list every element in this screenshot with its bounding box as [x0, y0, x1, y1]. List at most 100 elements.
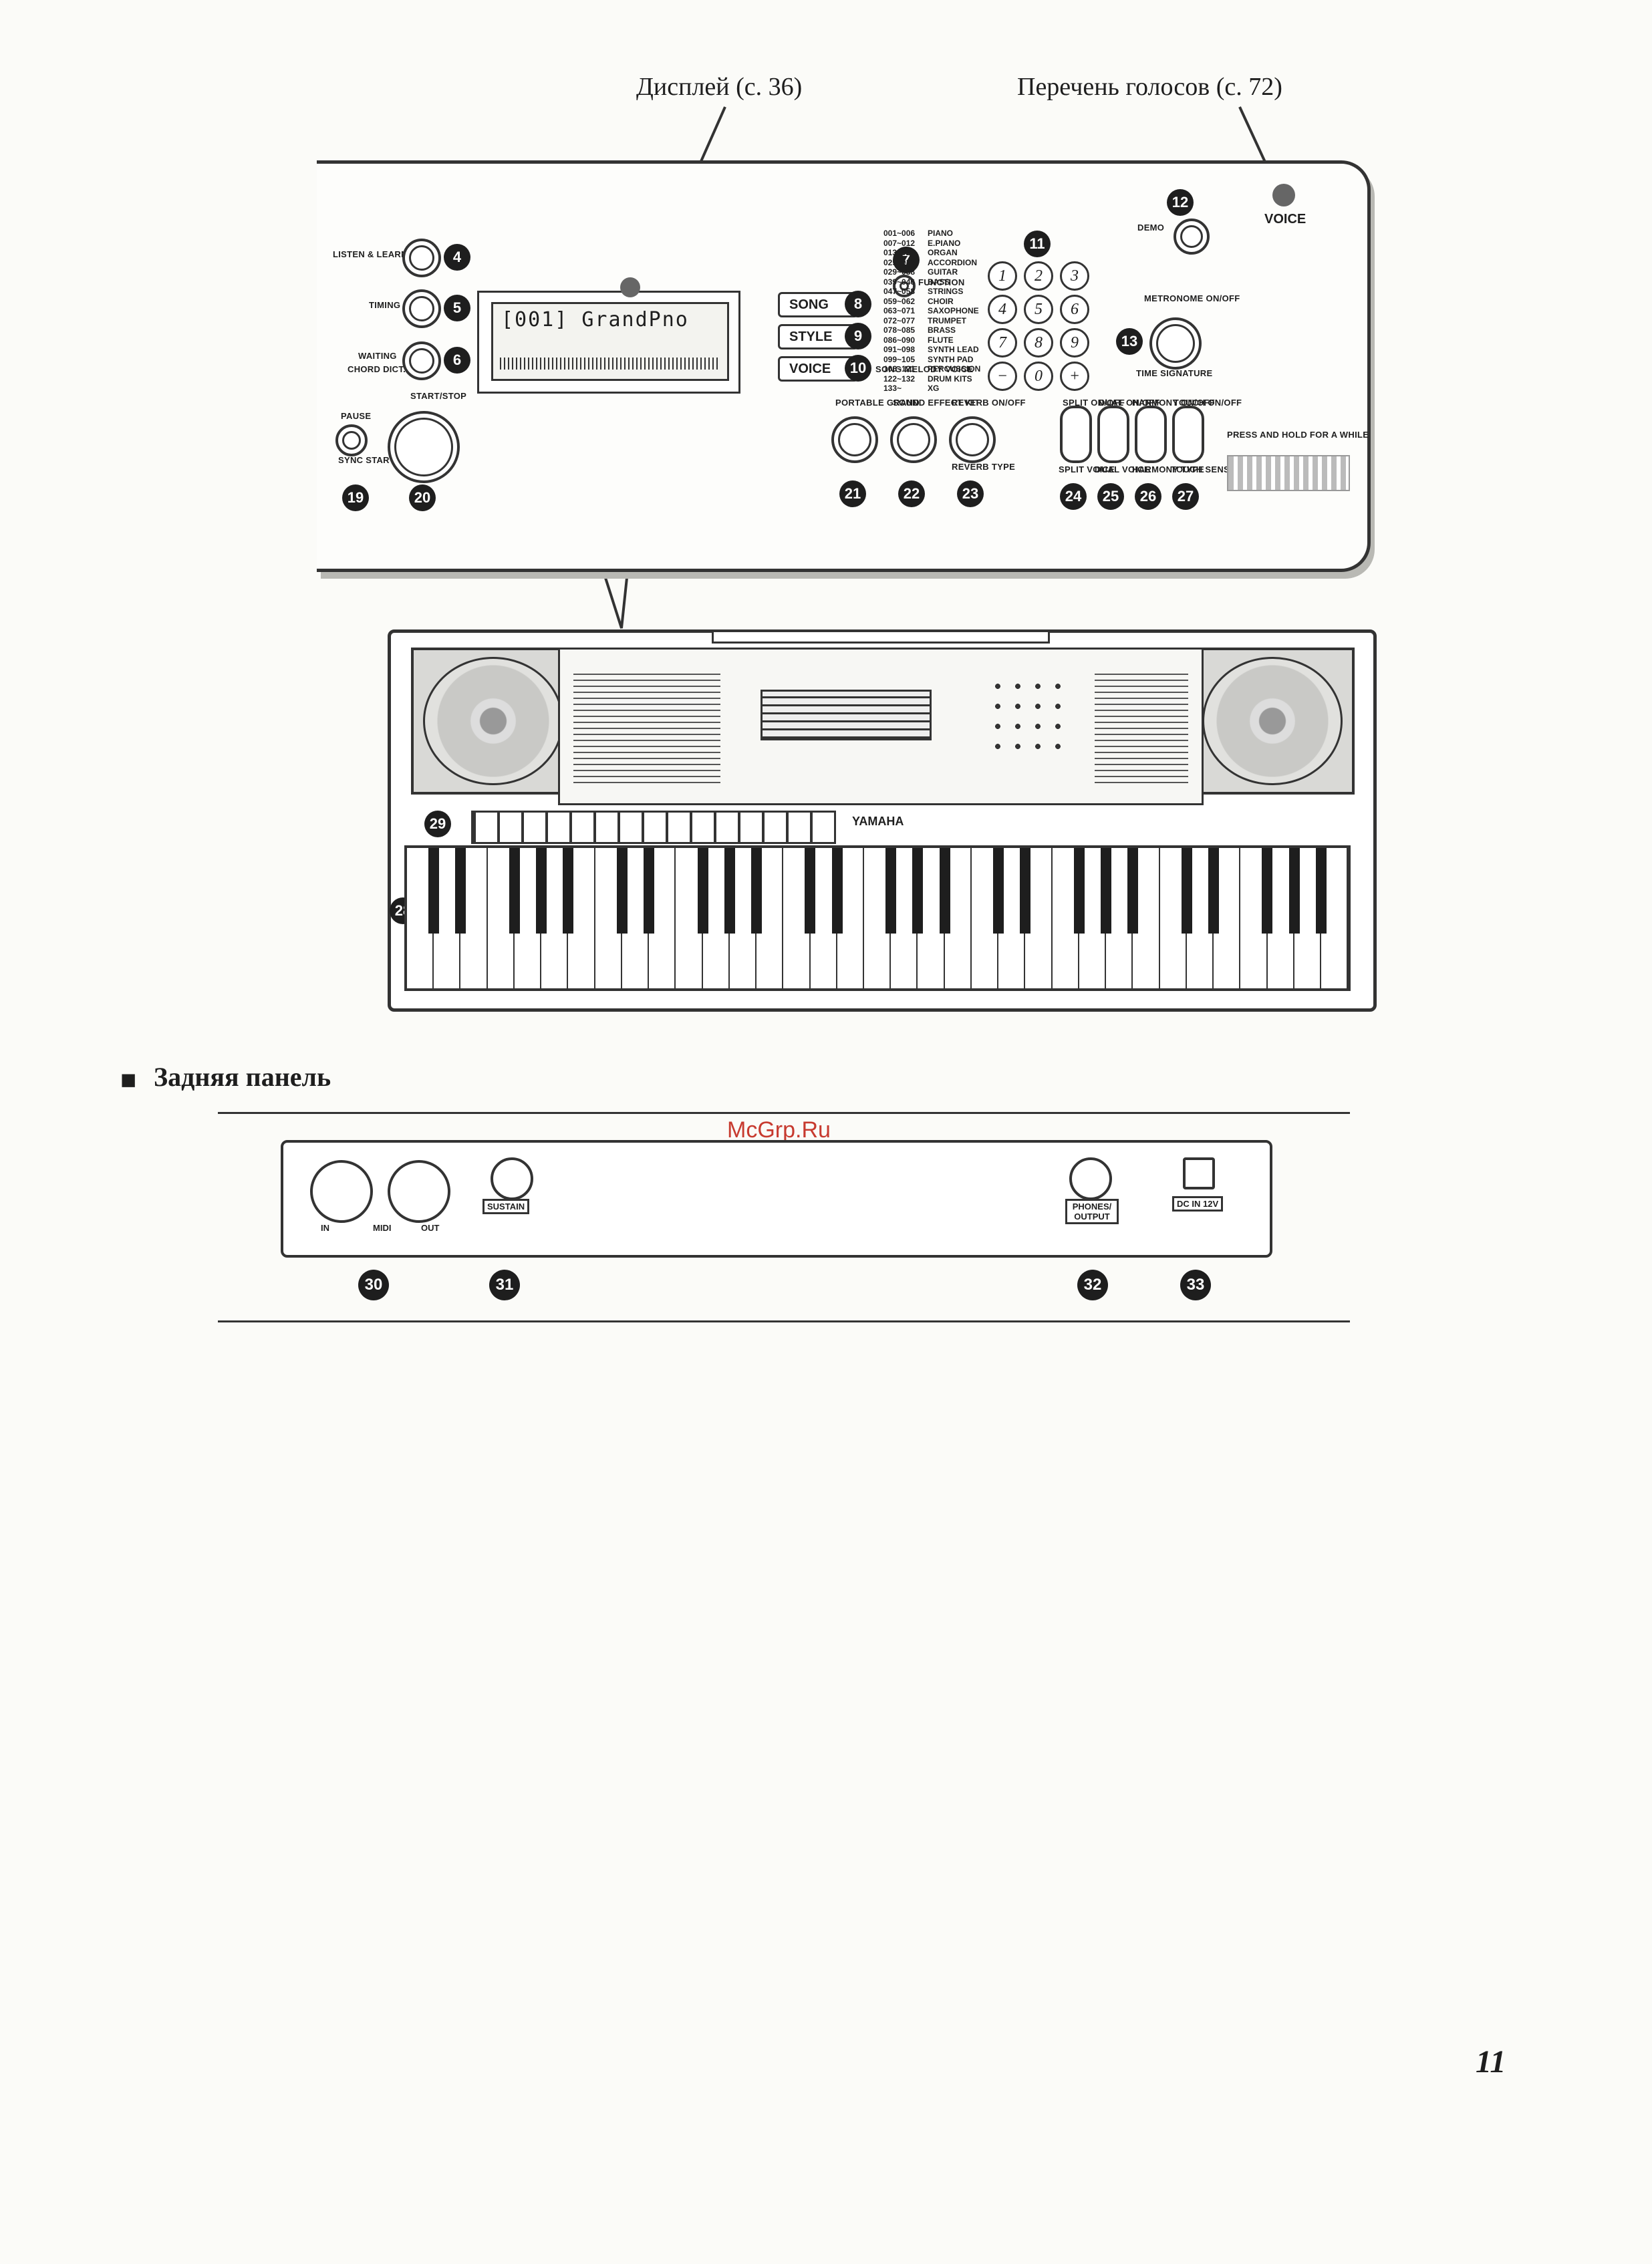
white-key[interactable] — [1025, 848, 1053, 988]
callout-11: 11 — [1024, 231, 1051, 257]
black-key[interactable] — [697, 848, 708, 934]
mini-voice-list-right — [1095, 670, 1188, 783]
right-speaker — [1190, 648, 1355, 795]
demo-button[interactable] — [1174, 219, 1210, 255]
black-key[interactable] — [644, 848, 655, 934]
sustain-jack[interactable] — [491, 1157, 533, 1200]
white-key[interactable] — [945, 848, 972, 988]
black-key[interactable] — [536, 848, 547, 934]
black-key[interactable] — [885, 848, 897, 934]
midi-out-label: OUT — [421, 1223, 440, 1233]
black-key[interactable] — [939, 848, 950, 934]
white-key[interactable] — [837, 848, 864, 988]
black-key[interactable] — [616, 848, 628, 934]
callout-31: 31 — [489, 1270, 520, 1300]
black-key[interactable] — [1288, 848, 1300, 934]
callout-26: 26 — [1135, 483, 1161, 510]
keypad-key-1[interactable]: 1 — [988, 261, 1017, 291]
split-voice-label: SPLIT VOICE — [1059, 464, 1115, 474]
portable-grand-button[interactable] — [831, 416, 878, 463]
listen-learn-button[interactable] — [402, 239, 441, 277]
white-key[interactable] — [460, 848, 488, 988]
metronome-button[interactable] — [1149, 317, 1202, 370]
music-rest — [712, 630, 1050, 644]
black-key[interactable] — [563, 848, 574, 934]
black-key[interactable] — [1073, 848, 1085, 934]
white-key[interactable] — [1133, 848, 1160, 988]
callout-10: 10 — [845, 355, 871, 382]
start-stop-button[interactable] — [388, 411, 460, 483]
pause-button[interactable] — [335, 424, 368, 456]
keypad-key-5[interactable]: 5 — [1024, 295, 1053, 324]
reverb-label: REVERB ON/OFF — [952, 398, 1026, 408]
phones-label: PHONES/ OUTPUT — [1065, 1199, 1119, 1224]
touch-button[interactable] — [1172, 406, 1204, 463]
logos-icon — [1227, 455, 1350, 491]
keypad-key-7[interactable]: 7 — [988, 328, 1017, 358]
press-hold-label: PRESS AND HOLD FOR A WHILE — [1227, 430, 1369, 440]
dual-button[interactable] — [1097, 406, 1129, 463]
black-key[interactable] — [1315, 848, 1327, 934]
piano-keys[interactable] — [404, 845, 1351, 991]
white-key[interactable] — [1214, 848, 1241, 988]
split-button[interactable] — [1060, 406, 1092, 463]
rule-top — [218, 1112, 1350, 1114]
waiting-button[interactable] — [402, 341, 441, 380]
black-key[interactable] — [831, 848, 843, 934]
black-key[interactable] — [805, 848, 816, 934]
lcd-text: [001] GrandPno — [501, 308, 689, 331]
voice-header: VOICE — [1264, 212, 1306, 227]
sound-effect-kit-button[interactable] — [890, 416, 937, 463]
keypad-key-4[interactable]: 4 — [988, 295, 1017, 324]
black-key[interactable] — [1262, 848, 1273, 934]
midi-in-port[interactable] — [310, 1160, 373, 1223]
white-key[interactable] — [1321, 848, 1349, 988]
callout-32: 32 — [1077, 1270, 1108, 1300]
black-key[interactable] — [750, 848, 762, 934]
keypad-key-2[interactable]: 2 — [1024, 261, 1053, 291]
black-key[interactable] — [1181, 848, 1192, 934]
mini-display — [761, 690, 932, 740]
keypad-key-10[interactable]: − — [988, 362, 1017, 391]
keypad-key-8[interactable]: 8 — [1024, 328, 1053, 358]
sustain-label: SUSTAIN — [483, 1199, 530, 1214]
callout-23: 23 — [957, 480, 984, 507]
phones-jack[interactable] — [1069, 1157, 1112, 1200]
dc-in-jack[interactable] — [1183, 1157, 1215, 1189]
black-key[interactable] — [993, 848, 1004, 934]
reverb-type-label: REVERB TYPE — [952, 462, 1016, 472]
midi-in-label: IN — [321, 1223, 329, 1233]
keypad-key-3[interactable]: 3 — [1060, 261, 1089, 291]
keypad-key-12[interactable]: + — [1060, 362, 1089, 391]
black-key[interactable] — [1100, 848, 1111, 934]
black-key[interactable] — [724, 848, 735, 934]
black-key[interactable] — [509, 848, 520, 934]
white-key[interactable] — [568, 848, 595, 988]
mini-voice-list — [573, 670, 720, 783]
black-key[interactable] — [428, 848, 440, 934]
reverb-button[interactable] — [949, 416, 996, 463]
black-key[interactable] — [455, 848, 466, 934]
keypad-key-11[interactable]: 0 — [1024, 362, 1053, 391]
white-key[interactable] — [649, 848, 676, 988]
harmony-button[interactable] — [1135, 406, 1167, 463]
timing-button[interactable] — [402, 289, 441, 328]
rear-panel-heading: Задняя панель — [154, 1062, 331, 1092]
midi-out-port[interactable] — [388, 1160, 450, 1223]
black-key[interactable] — [1127, 848, 1139, 934]
keypad-key-6[interactable]: 6 — [1060, 295, 1089, 324]
harmony-label: HARMONY ON/OFF — [1132, 398, 1215, 408]
white-key[interactable] — [756, 848, 784, 988]
black-key[interactable] — [1208, 848, 1219, 934]
left-speaker — [411, 648, 575, 795]
keypad-key-9[interactable]: 9 — [1060, 328, 1089, 358]
sync-start-label: SYNC START — [338, 455, 396, 465]
black-key[interactable] — [1020, 848, 1031, 934]
black-key[interactable] — [912, 848, 924, 934]
rear-panel-bullet: ■ — [120, 1065, 137, 1095]
function-button[interactable] — [893, 275, 916, 297]
